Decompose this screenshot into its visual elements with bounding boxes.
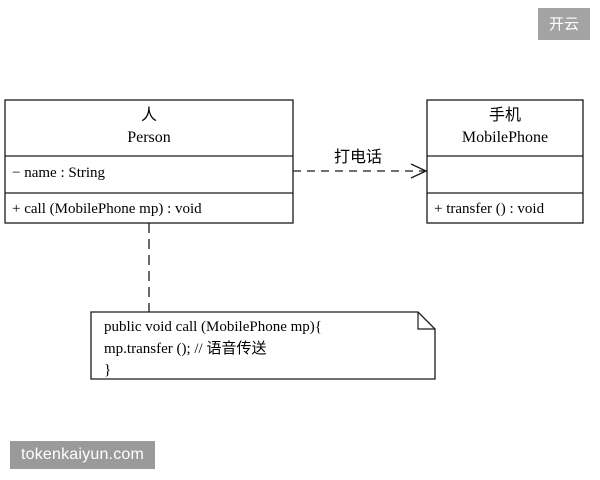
class-mobile-phone-operation: + transfer () : void <box>434 201 545 217</box>
class-mobile-phone-title-en: MobilePhone <box>462 129 548 146</box>
note-line-1: public void call (MobilePhone mp){ <box>104 319 322 335</box>
class-mobile-phone-frame <box>426 99 584 224</box>
class-mobile-phone-title-cn: 手机 <box>489 105 521 124</box>
dependency-arrow: 打电话 <box>293 147 428 179</box>
note-folded-corner <box>417 312 435 330</box>
note-line-2: mp.transfer (); // 语音传送 <box>104 340 266 357</box>
class-person: 人 Person − name : String + call (MobileP… <box>4 99 294 224</box>
corner-badge: 开云 <box>538 8 590 40</box>
watermark-label: tokenkaiyun.com <box>10 441 155 469</box>
class-mobile-phone: 手机 MobilePhone + transfer () : void <box>426 99 584 224</box>
note-line-3: } <box>104 362 111 378</box>
dependency-arrowhead <box>410 163 428 179</box>
dependency-label: 打电话 <box>334 147 382 166</box>
class-person-frame <box>4 99 294 224</box>
class-person-title-cn: 人 <box>141 105 157 124</box>
class-person-title-en: Person <box>127 129 171 146</box>
note: public void call (MobilePhone mp){ mp.tr… <box>90 311 436 380</box>
class-person-attribute: − name : String <box>12 165 106 181</box>
class-person-operation: + call (MobilePhone mp) : void <box>12 201 202 217</box>
note-frame <box>90 311 436 380</box>
